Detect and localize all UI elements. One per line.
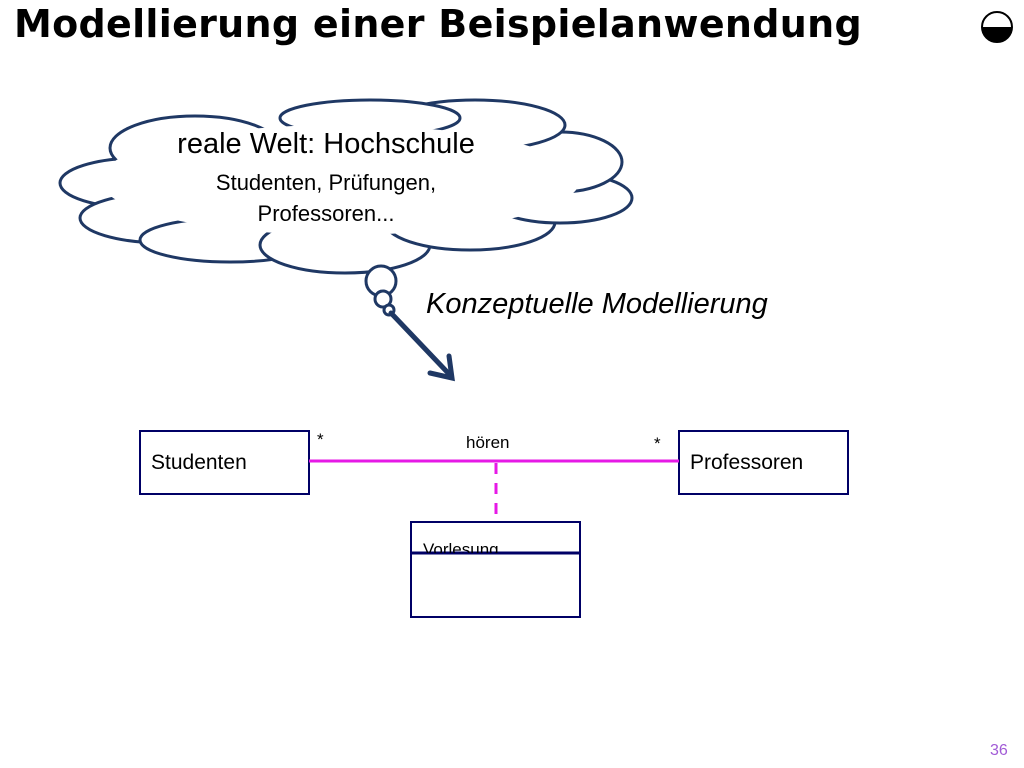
class-box-professoren xyxy=(678,430,849,495)
association-label: hören xyxy=(466,433,510,452)
page-number: 36 xyxy=(990,742,1008,759)
class-label-studenten: Studenten xyxy=(151,451,247,474)
modelling-arrow xyxy=(388,310,455,382)
class-label-professoren: Professoren xyxy=(690,451,804,474)
class-box-studenten xyxy=(139,430,310,495)
class-label-vorlesung: Vorlesung xyxy=(423,540,499,553)
thought-bubbles xyxy=(364,264,398,317)
cloud-heading: reale Welt: Hochschule xyxy=(177,128,475,160)
thought-cloud xyxy=(58,98,634,275)
cloud-text-line1: Studenten, Prüfungen, xyxy=(215,170,437,195)
multiplicity-right: * xyxy=(654,434,661,453)
multiplicity-left: * xyxy=(317,430,324,449)
arrow-label: Konzeptuelle Modellierung xyxy=(426,288,768,320)
half-filled-circle-icon xyxy=(981,11,1013,43)
slide-title: Modellierung einer Beispielanwendung xyxy=(14,2,862,46)
cloud-text-line2: Professoren... xyxy=(257,201,395,226)
class-box-vorlesung xyxy=(410,521,581,618)
